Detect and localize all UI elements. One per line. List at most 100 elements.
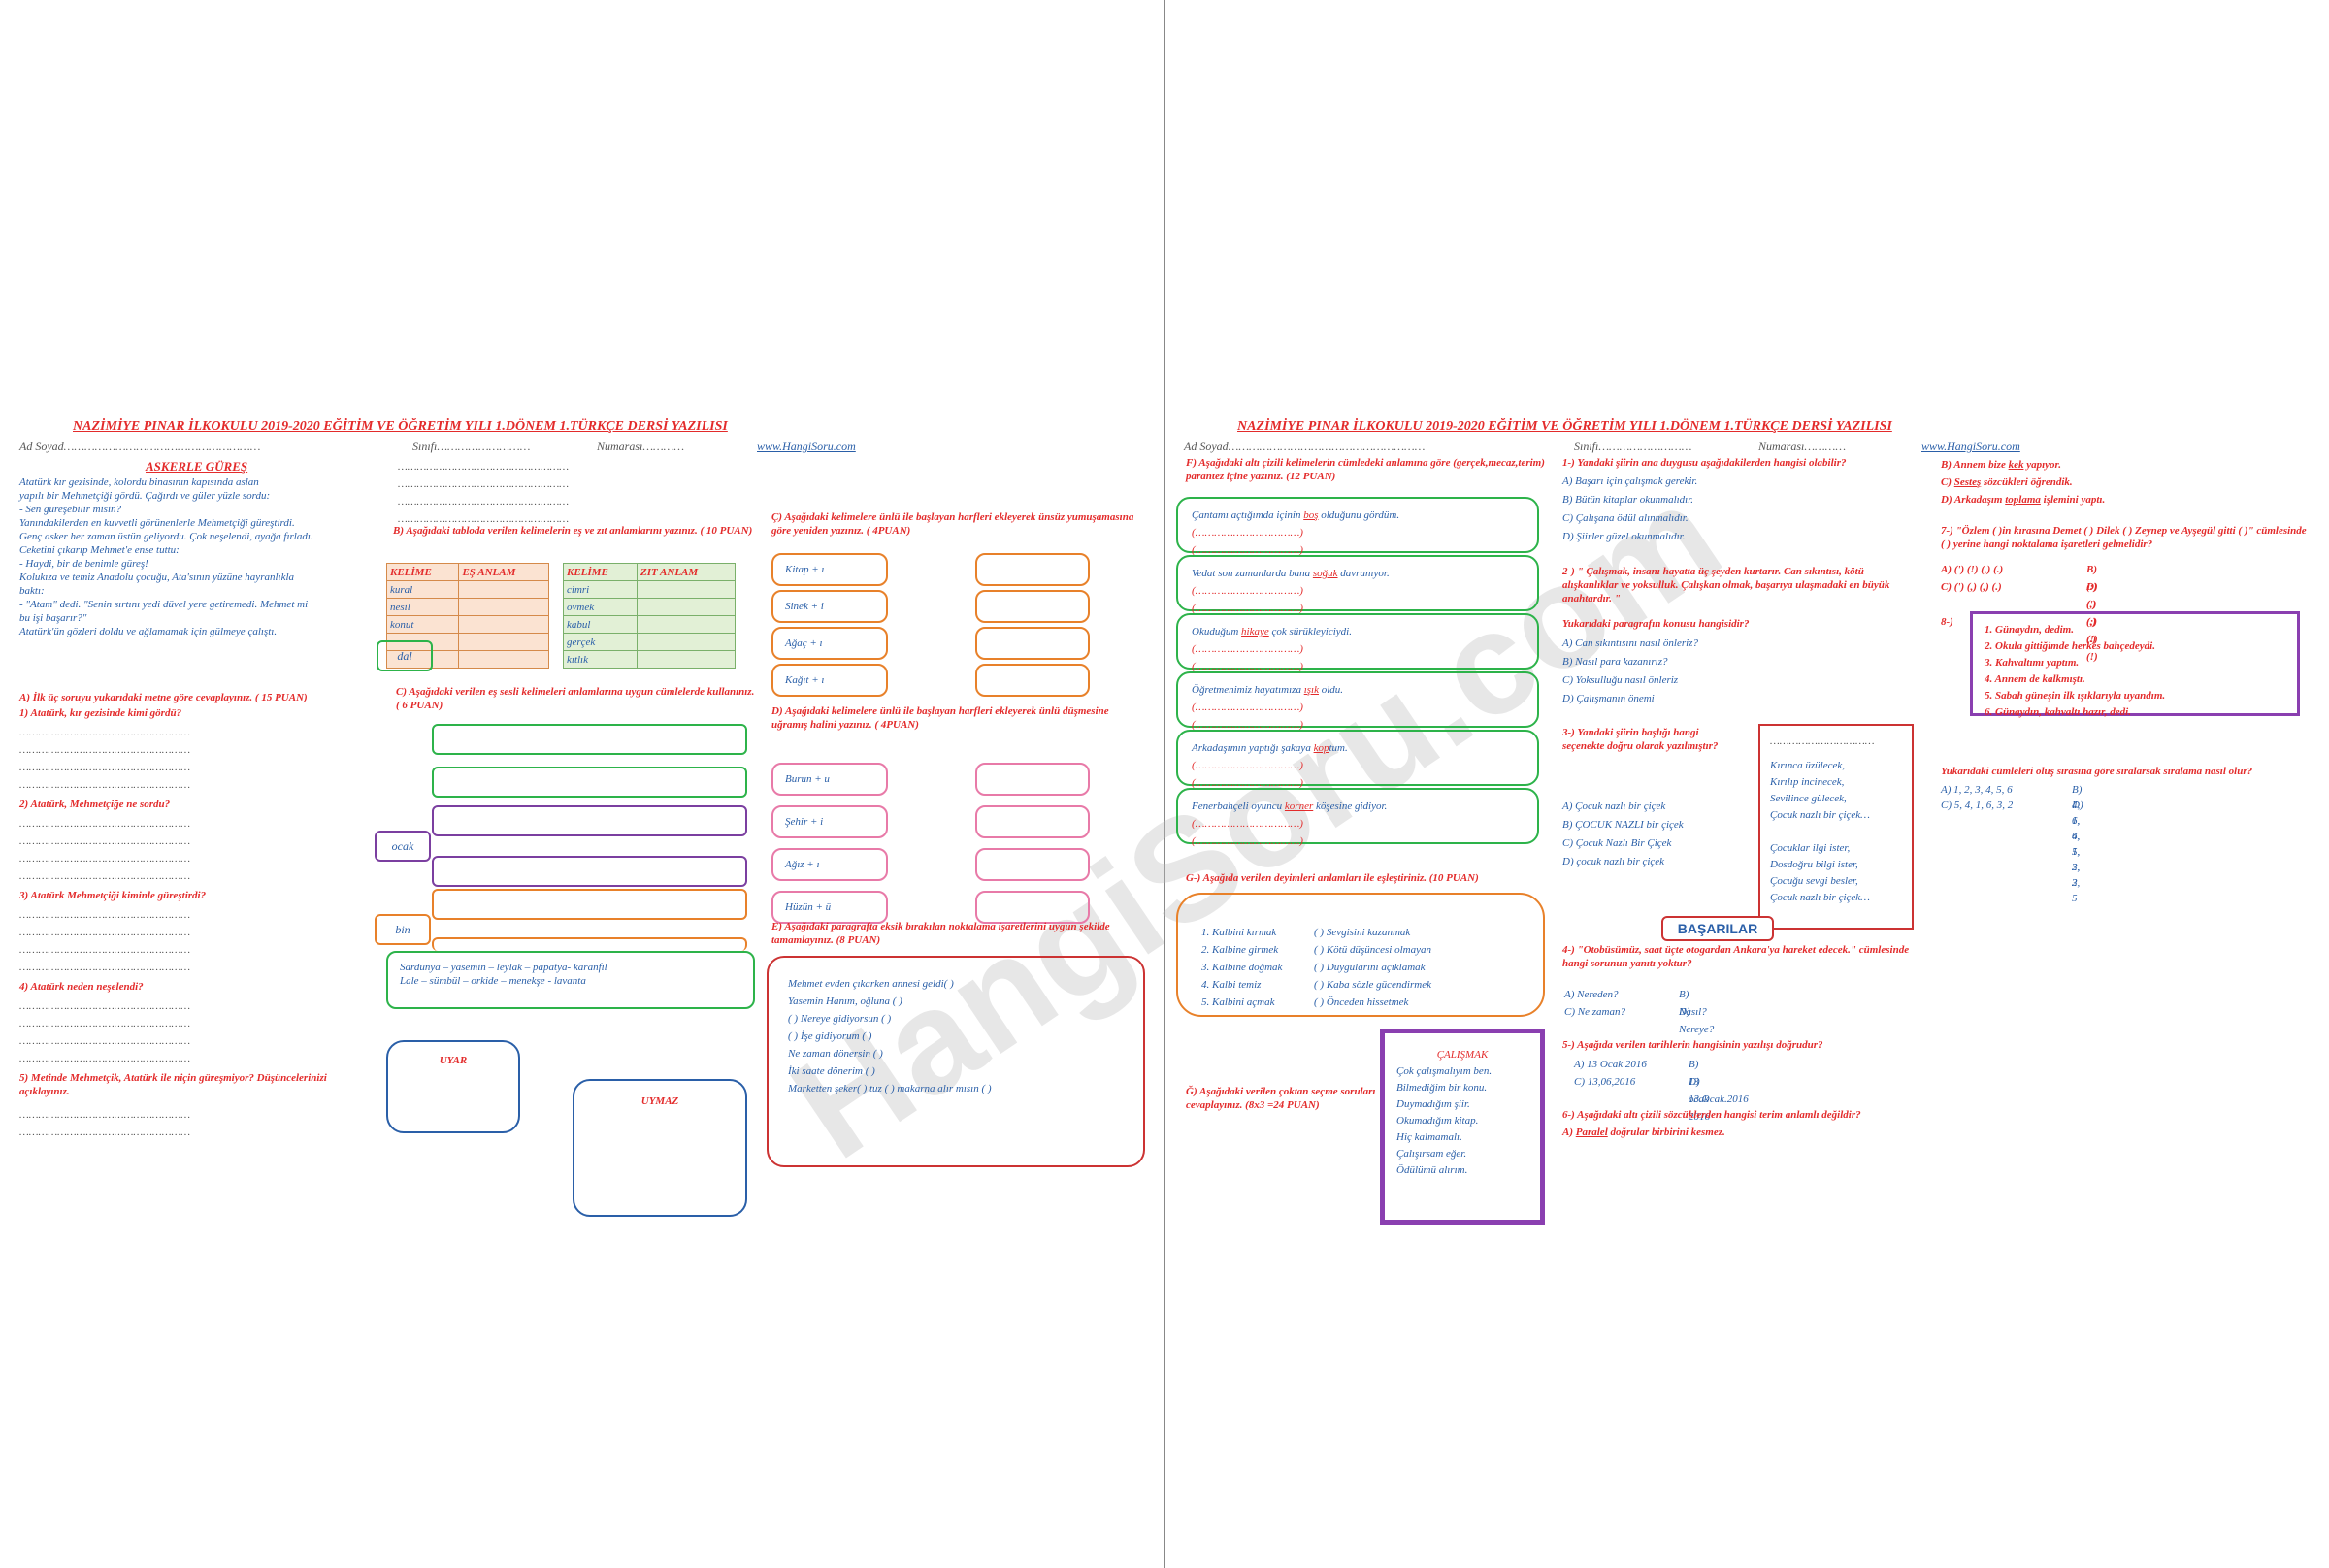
exam-title-left: NAZİMİYE PINAR İLKOKULU 2019-2020 EĞİTİM…: [73, 419, 728, 434]
option-item[interactable]: C) Yoksulluğu nasıl önleriz: [1562, 674, 1679, 686]
answer-parentheses[interactable]: (……………………………): [1192, 719, 1303, 731]
answer-parentheses[interactable]: (……………………………): [1192, 835, 1303, 847]
answer-parentheses[interactable]: (……………………………): [1192, 643, 1303, 655]
site-link-right[interactable]: www.HangiSoru.com: [1921, 440, 2020, 453]
soft-answer-box[interactable]: [975, 664, 1090, 697]
answer-parentheses[interactable]: (……………………………): [1192, 661, 1303, 672]
option-item[interactable]: A) Başarı için çalışmak gerekir.: [1562, 475, 1698, 487]
sentence-pre: Vedat son zamanlarda bana: [1192, 568, 1313, 579]
meaning-sentence-box[interactable]: Öğretmenimiz hayatımıza ışık oldu.(………………: [1176, 671, 1539, 731]
sentence-box-dal-1[interactable]: [432, 724, 747, 755]
option-item[interactable]: B) Bütün kitaplar okunmalıdır.: [1562, 494, 1694, 506]
meaning-item[interactable]: ( ) Kötü düşüncesi olmayan: [1314, 944, 1431, 956]
meaning-item[interactable]: ( ) Önceden hissetmek: [1314, 996, 1409, 1008]
meaning-list[interactable]: ( ) Sevgisini kazanmak ( ) Kötü düşüncesi…: [1314, 924, 1431, 1011]
story-line: Yanındakilerden en kuvvetli görünenlerle…: [19, 517, 295, 529]
q2-options[interactable]: A) Can sıkıntısını nasıl önleriz? B) Nası…: [1562, 635, 1698, 708]
option-item[interactable]: B) Annem bize kek yapıyor.: [1941, 456, 2105, 474]
punctuation-paragraph[interactable]: Mehmet evden çıkarken annesi geldi( )Yas…: [767, 956, 1145, 1167]
option-item[interactable]: B) ÇOCUK NAZLI bir çiçek: [1562, 819, 1684, 831]
answer-parentheses[interactable]: (……………………………): [1192, 702, 1303, 713]
soft-answer-box[interactable]: [975, 627, 1090, 660]
site-link-left[interactable]: www.HangiSoru.com: [757, 440, 856, 453]
meaning-item[interactable]: ( ) Duygularını açıklamak: [1314, 962, 1426, 973]
uyar-box[interactable]: UYAR: [386, 1040, 520, 1133]
story-line: Atatürk'ün gözleri doldu ve ağlamamak iç…: [19, 626, 278, 637]
sentence-post: olduğunu gördüm.: [1318, 509, 1400, 521]
answer-lines-2[interactable]: ……………………………………………………………………………………………………………: [19, 818, 191, 882]
q3-options[interactable]: A) Çocuk nazlı bir çiçek B) ÇOCUK NAZLI b…: [1562, 798, 1684, 871]
option-item[interactable]: D) Şiirler güzel okunmalıdır.: [1562, 531, 1686, 542]
number-field-right[interactable]: Numarası…………: [1758, 440, 1847, 453]
soft-answer-box[interactable]: [975, 553, 1090, 586]
answer-parentheses[interactable]: (……………………………): [1192, 585, 1303, 597]
answer-parentheses[interactable]: (……………………………): [1192, 777, 1303, 789]
answer-parentheses[interactable]: (……………………………): [1192, 603, 1303, 614]
option-item[interactable]: B) Nasıl para kazanırız?: [1562, 656, 1668, 668]
drop-word-box: Şehir + i: [771, 805, 888, 838]
uymaz-box[interactable]: UYMAZ: [573, 1079, 747, 1217]
option-item[interactable]: C) Sesteş sözcükleri öğrendik.: [1941, 474, 2105, 491]
class-field-left[interactable]: Sınıfı………………………: [412, 440, 531, 453]
option-item[interactable]: C) Çocuk Nazlı Bir Çiçek: [1562, 837, 1672, 849]
sentence-box-dal-2[interactable]: [432, 767, 747, 798]
poem-cocuk-box: …………………………… Kırınca üzülecek,Kırılıp inc…: [1758, 724, 1914, 930]
option-item[interactable]: D) Arkadaşım toplama işlemini yaptı.: [1941, 491, 2105, 508]
drop-answer-box[interactable]: [975, 763, 1090, 796]
drop-answer-box[interactable]: [975, 848, 1090, 881]
drop-answer-box[interactable]: [975, 805, 1090, 838]
meaning-item[interactable]: ( ) Sevgisini kazanmak: [1314, 927, 1411, 938]
question-7-mc: 7-) "Özlem ( )in kırasına Demet ( ) Dile…: [1941, 525, 2307, 550]
q4-options[interactable]: A) Nereden?B) Nasıl? C) Ne zaman?D) Nere…: [1564, 989, 1715, 1035]
sentence-box-ocak-1[interactable]: [432, 805, 747, 836]
answer-lines-5[interactable]: ………………………………………………………………………………………………: [19, 1109, 191, 1138]
answer-lines-3[interactable]: ……………………………………………………………………………………………………………: [19, 909, 191, 973]
option-item[interactable]: C) Çalışana ödül alınmalıdır.: [1562, 512, 1689, 524]
class-field-right[interactable]: Sınıfı………………………: [1574, 440, 1692, 453]
answer-parentheses[interactable]: (……………………………): [1192, 818, 1303, 830]
sentence-box-ocak-2[interactable]: [432, 856, 747, 887]
drop-word-box: Hüzün + ü: [771, 891, 888, 924]
answer-parentheses[interactable]: (……………………………): [1192, 527, 1303, 539]
meaning-item[interactable]: ( ) Kaba sözle gücendirmek: [1314, 979, 1431, 991]
meaning-sentence-box[interactable]: Okuduğum hikaye çok sürükleyiciydi.(……………: [1176, 613, 1539, 672]
sentence-box-bin-2[interactable]: [432, 937, 747, 951]
q1-options[interactable]: A) Başarı için çalışmak gerekir. B) Bütün…: [1562, 473, 1697, 546]
number-field-left[interactable]: Numarası…………: [597, 440, 685, 453]
question-b: B) Aşağıdaki tabloda verilen kelimelerin…: [393, 525, 753, 537]
question-5: 5) Metinde Mehmetçik, Atatürk ile niçin …: [19, 1072, 327, 1097]
poem-calisma-box: ÇALIŞMAK Çok çalışmalıyım ben.Bilmediğim…: [1380, 1029, 1545, 1225]
poem-line: Ödülümü alırım.: [1396, 1164, 1468, 1176]
poem-line: Çocuklar ilgi ister,: [1770, 842, 1851, 854]
idiom-item: 2. Kalbine girmek: [1201, 944, 1279, 956]
answer-lines-story[interactable]: ……………………………………………………………………………………………………………: [398, 461, 570, 525]
answer-lines-4[interactable]: ……………………………………………………………………………………………………………: [19, 1000, 191, 1064]
option-item[interactable]: D) Çalışmanın önemi: [1562, 693, 1655, 704]
answer-parentheses[interactable]: (……………………………): [1192, 760, 1303, 771]
q6-options-bcd[interactable]: B) Annem bize kek yapıyor.C) Sesteş sözc…: [1941, 456, 2105, 508]
option-underlined-word: toplama: [2005, 494, 2041, 506]
drop-answer-box[interactable]: [975, 891, 1090, 924]
sentence-box-bin-1[interactable]: [432, 889, 747, 920]
idiom-item: 4. Kalbi temiz: [1201, 979, 1262, 991]
q6-option-a[interactable]: A) Paralel doğrular birbirini kesmez.: [1562, 1127, 1725, 1138]
option-item[interactable]: A) Can sıkıntısını nasıl önleriz?: [1562, 637, 1698, 649]
option-item[interactable]: D) çocuk nazlı bir çiçek: [1562, 856, 1665, 867]
question-d: D) Aşağıdaki kelimelere ünlü ile başlaya…: [771, 705, 1109, 731]
name-field-right[interactable]: Ad Soyad…………………………………………………: [1184, 440, 1426, 453]
answer-lines-1[interactable]: ……………………………………………………………………………………………………………: [19, 727, 191, 791]
name-field-left[interactable]: Ad Soyad…………………………………………………: [19, 440, 261, 453]
meaning-sentence-box[interactable]: Arkadaşımın yaptığı şakaya koptum.(………………: [1176, 730, 1539, 789]
answer-parentheses[interactable]: (……………………………): [1192, 544, 1303, 556]
soft-answer-box[interactable]: [975, 590, 1090, 623]
q7-options[interactable]: A) (') (!) (,) (.)B) (:) (,) (,) (.) C) …: [1941, 564, 2098, 663]
option-item[interactable]: A) Çocuk nazlı bir çiçek: [1562, 800, 1666, 812]
meaning-sentence-box[interactable]: Fenerbahçeli oyuncu korner köşesine gidi…: [1176, 788, 1539, 847]
meaning-sentence-box[interactable]: Vedat son zamanlarda bana soğuk davranıy…: [1176, 555, 1539, 614]
meaning-sentence-box[interactable]: Çantamı açtığımda içinin boş olduğunu gö…: [1176, 497, 1539, 556]
drop-word-box: Ağız + ı: [771, 848, 888, 881]
